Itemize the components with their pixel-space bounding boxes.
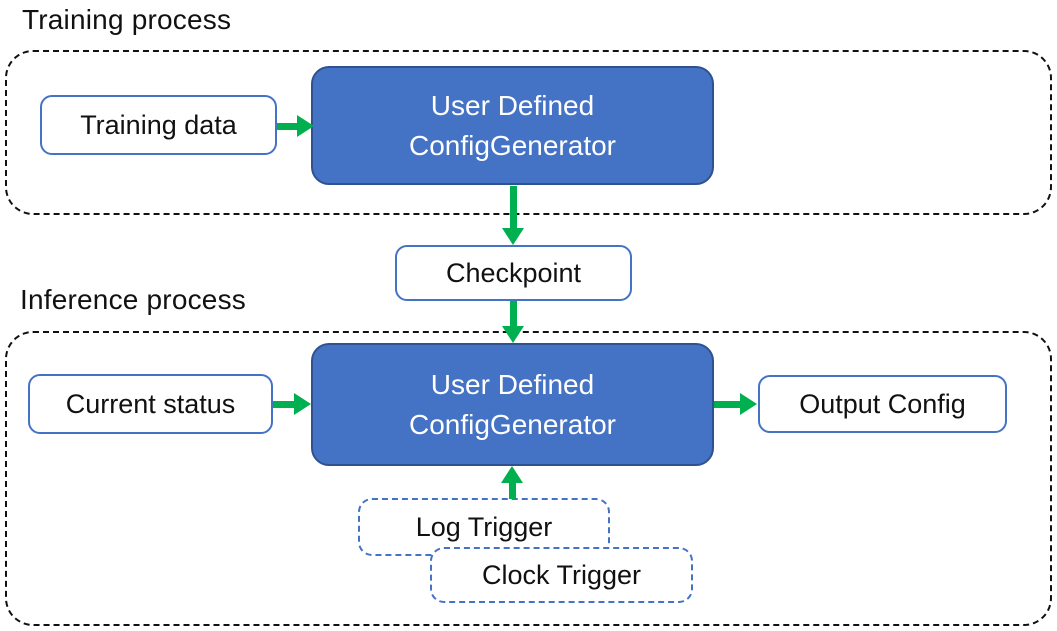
config-generator-training-line1: User Defined xyxy=(430,89,595,121)
arrow-training-data-to-generator-head xyxy=(297,115,314,137)
log-trigger-label: Log Trigger xyxy=(415,511,553,542)
arrow-generator-to-checkpoint-shaft xyxy=(510,186,517,229)
config-generator-inference-line1: User Defined xyxy=(430,368,595,400)
clock-trigger-node: Clock Trigger xyxy=(430,547,693,603)
training-data-label: Training data xyxy=(80,109,237,140)
current-status-node: Current status xyxy=(28,374,273,434)
training-data-node: Training data xyxy=(40,95,277,155)
config-generator-training-line2: ConfigGenerator xyxy=(408,129,616,161)
training-process-container xyxy=(5,50,1052,215)
config-generator-training-node: User Defined ConfigGenerator xyxy=(311,66,714,185)
arrow-trigger-to-generator-shaft xyxy=(509,482,516,499)
arrow-checkpoint-to-generator-head xyxy=(502,326,524,343)
inference-process-container xyxy=(5,331,1052,626)
clock-trigger-label: Clock Trigger xyxy=(481,559,642,590)
output-config-label: Output Config xyxy=(799,388,966,419)
config-generator-inference-node: User Defined ConfigGenerator xyxy=(311,343,714,466)
log-trigger-node: Log Trigger xyxy=(358,498,610,556)
output-config-node: Output Config xyxy=(758,375,1007,433)
arrow-checkpoint-to-generator-shaft xyxy=(510,301,517,327)
arrow-generator-to-output-config-shaft xyxy=(714,401,741,408)
arrow-training-data-to-generator-shaft xyxy=(277,123,299,130)
arrow-generator-to-checkpoint-head xyxy=(502,228,524,245)
checkpoint-label: Checkpoint xyxy=(445,257,582,288)
arrow-generator-to-output-config-head xyxy=(740,393,757,415)
current-status-label: Current status xyxy=(65,388,236,419)
arrow-trigger-to-generator-head xyxy=(501,466,523,483)
inference-process-title: Inference process xyxy=(20,284,246,315)
arrow-current-status-to-generator-head xyxy=(294,393,311,415)
arrow-current-status-to-generator-shaft xyxy=(273,401,295,408)
training-process-title: Training process xyxy=(22,4,232,35)
config-generator-inference-line2: ConfigGenerator xyxy=(408,408,616,440)
checkpoint-node: Checkpoint xyxy=(395,245,632,301)
